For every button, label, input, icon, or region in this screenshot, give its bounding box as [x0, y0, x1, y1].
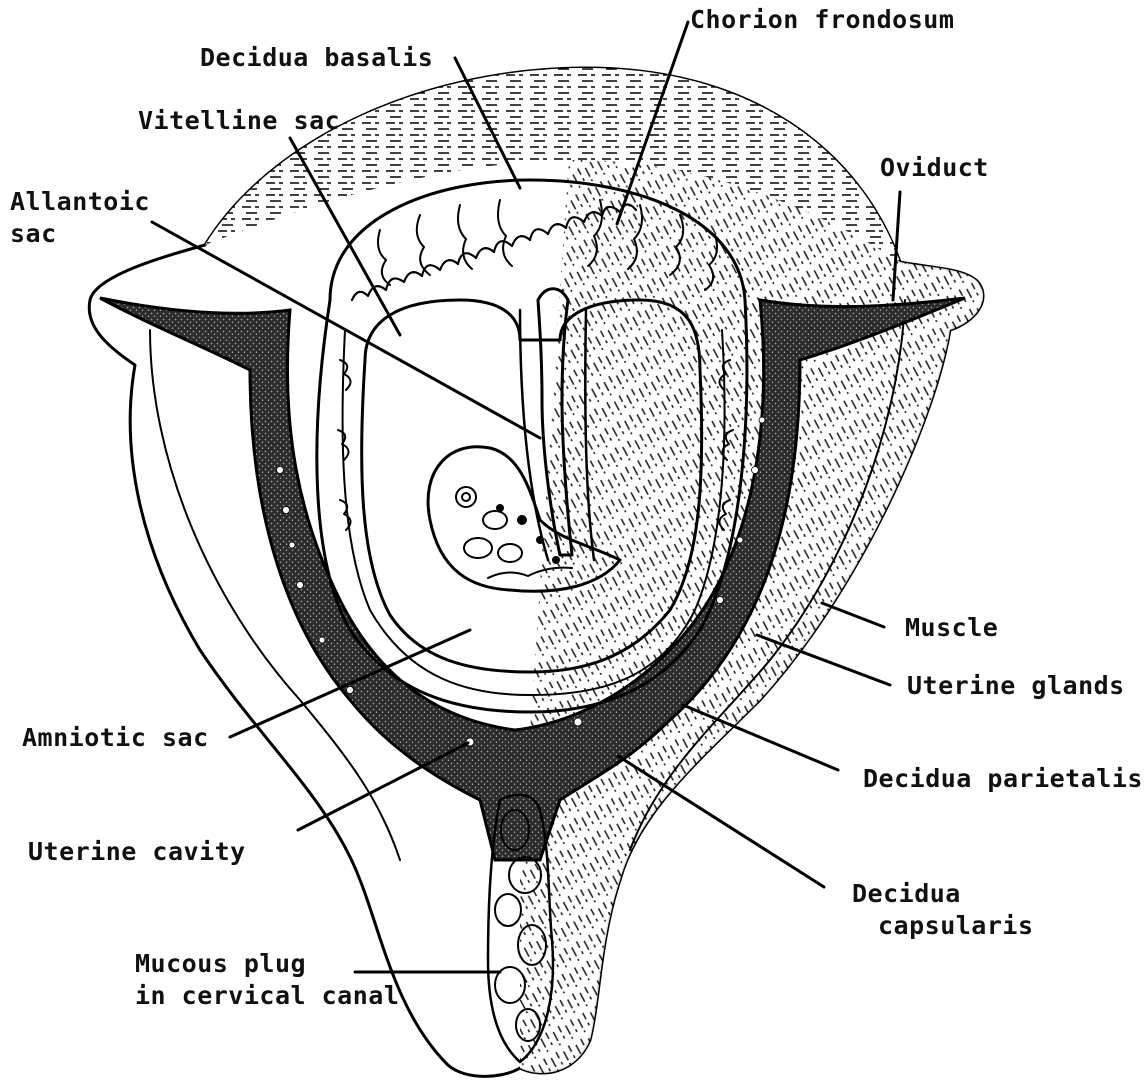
label-vitelline-sac: Vitelline sac — [138, 105, 340, 137]
label-chorion-frondosum: Chorion frondosum — [690, 4, 954, 36]
label-mucous-plug-line2: in cervical canal — [135, 980, 399, 1012]
label-allantoic-sac-line2: sac — [10, 218, 150, 250]
label-decidua-capsularis-line1: Decidua — [852, 878, 1034, 910]
label-mucous-plug: Mucous plug in cervical canal — [135, 948, 399, 1012]
label-oviduct: Oviduct — [880, 152, 989, 184]
label-amniotic-sac: Amniotic sac — [22, 722, 209, 754]
label-uterine-cavity: Uterine cavity — [28, 836, 246, 868]
label-decidua-capsularis-line2: capsularis — [852, 910, 1034, 942]
label-mucous-plug-line1: Mucous plug — [135, 948, 399, 980]
label-decidua-basalis: Decidua basalis — [200, 42, 433, 74]
label-uterine-glands: Uterine glands — [907, 670, 1125, 702]
label-allantoic-sac-line1: Allantoic — [10, 186, 150, 218]
label-muscle: Muscle — [905, 612, 998, 644]
label-allantoic-sac: Allantoic sac — [10, 186, 150, 250]
label-decidua-capsularis: Decidua capsularis — [852, 878, 1034, 942]
label-decidua-parietalis: Decidua parietalis — [863, 763, 1143, 795]
leader-muscle — [822, 603, 884, 627]
